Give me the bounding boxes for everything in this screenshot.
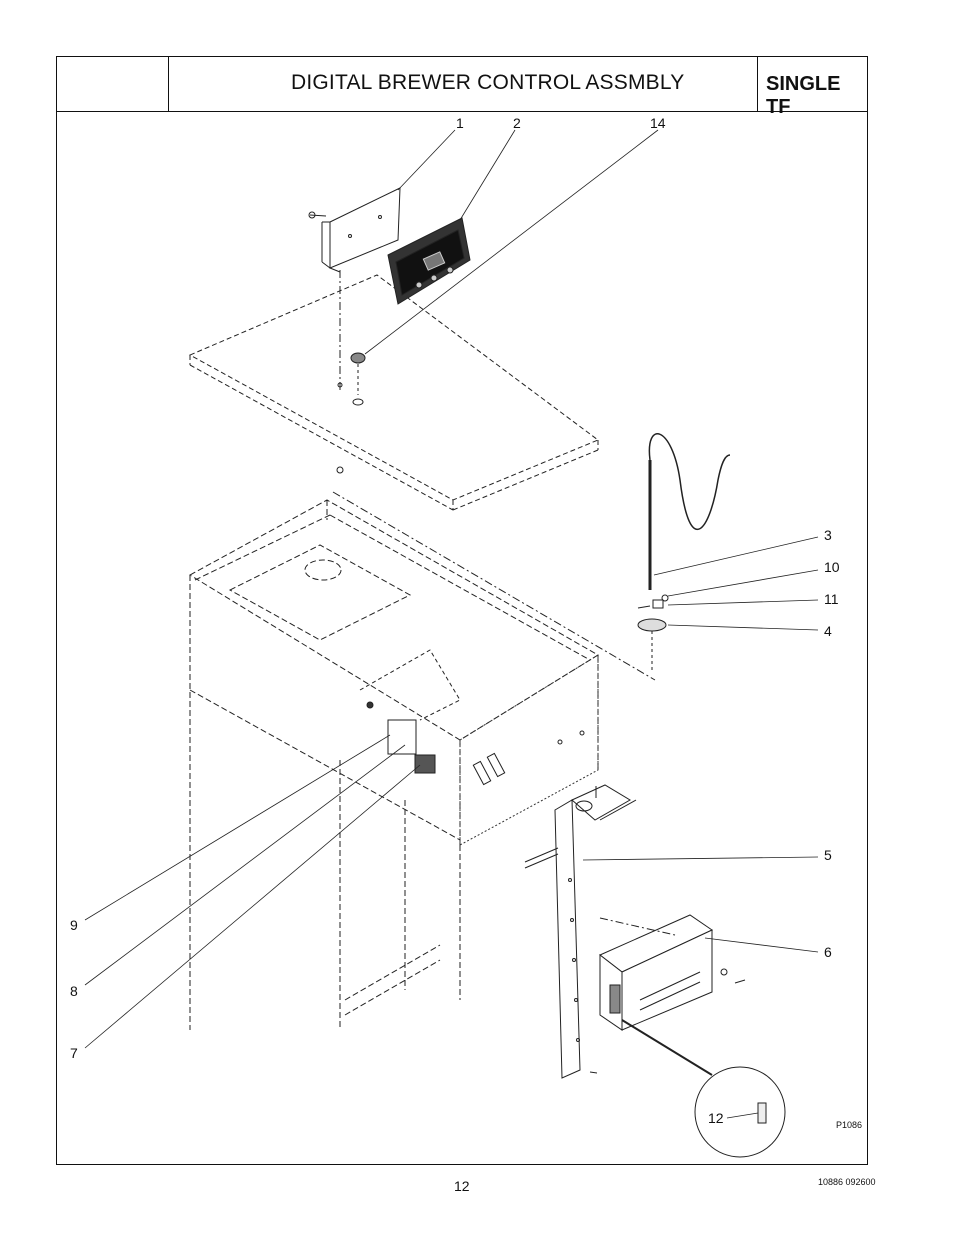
digital-control-module xyxy=(387,217,471,305)
callout-3: 3 xyxy=(824,527,832,543)
drawing-frame: DIGITAL BREWER CONTROL ASSMBLY SINGLE TF xyxy=(56,56,868,1165)
mounting-plate xyxy=(308,187,401,273)
callout-4: 4 xyxy=(824,623,832,639)
document-code: 10886 092600 xyxy=(818,1177,876,1187)
mounting-bracket xyxy=(524,784,637,1079)
callout-1: 1 xyxy=(456,115,464,131)
page-title: DIGITAL BREWER CONTROL ASSMBLY xyxy=(169,57,757,112)
callout-6: 6 xyxy=(824,944,832,960)
header-blank-cell xyxy=(57,57,169,112)
cabinet-body xyxy=(189,499,599,1030)
leader-lines xyxy=(84,129,819,1119)
callout-10: 10 xyxy=(824,559,840,575)
callout-7: 7 xyxy=(70,1045,78,1061)
cabinet-side-wall xyxy=(459,654,599,846)
internal-bracket xyxy=(359,649,461,774)
callout-2: 2 xyxy=(513,115,521,131)
top-panel xyxy=(188,274,600,511)
callout-12: 12 xyxy=(708,1110,724,1126)
callout-8: 8 xyxy=(70,983,78,999)
callout-5: 5 xyxy=(824,847,832,863)
figure-code: P1086 xyxy=(836,1120,863,1130)
page-number: 12 xyxy=(454,1178,470,1194)
callout-11: 11 xyxy=(824,591,839,607)
callout-14: 14 xyxy=(650,115,666,131)
callout-9: 9 xyxy=(70,917,78,933)
model-label: SINGLE TF xyxy=(757,57,867,118)
temperature-probe xyxy=(648,433,731,590)
transformer xyxy=(599,914,746,1031)
